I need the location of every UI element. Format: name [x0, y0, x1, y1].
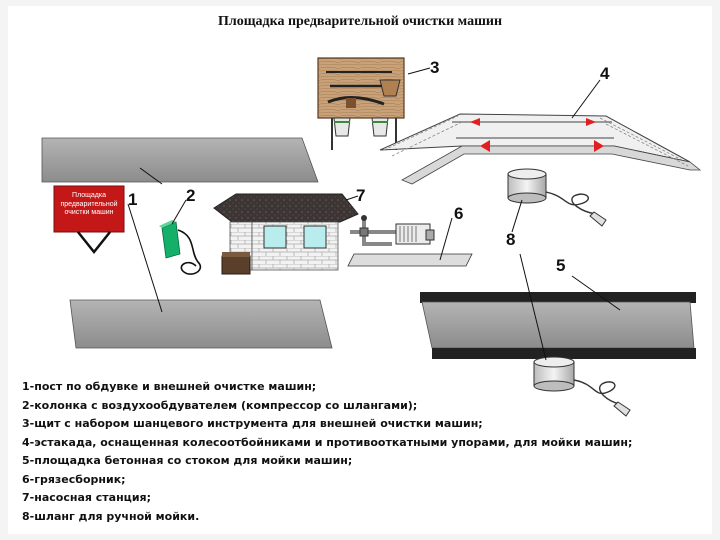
hose-nozzle-icon — [589, 211, 607, 227]
legend-list: 1-пост по обдувке и внешней очистке маши… — [22, 378, 702, 526]
wash-ramp-front — [401, 145, 702, 185]
blowing-post-slab — [41, 137, 319, 183]
callout-6: 6 — [454, 204, 464, 223]
legend-item: 5-площадка бетонная со стоком для мойки … — [22, 454, 353, 467]
bucket-icon-2 — [371, 117, 389, 137]
callout-4: 4 — [600, 64, 610, 83]
legend-item: 8-шланг для ручной мойки. — [22, 509, 200, 523]
drain-pipe-bottom — [432, 348, 696, 359]
callout-7: 7 — [356, 186, 366, 205]
shovel-icon — [379, 79, 401, 97]
hose-nozzle-icon-lower — [613, 401, 631, 417]
concrete-wash-pad — [421, 301, 695, 349]
sign-stand — [77, 231, 111, 255]
wash-hose-lower — [573, 379, 621, 405]
bucket-icon — [333, 117, 351, 137]
leader-lines — [127, 67, 621, 361]
air-hose — [177, 229, 202, 275]
callout-8: 8 — [506, 230, 516, 249]
legend-item: 1-пост по обдувке и внешней очистке маши… — [22, 380, 317, 393]
diagram-title: Площадка предварительной очистки машин — [217, 14, 503, 29]
pump-unit — [395, 223, 431, 245]
sign-text: Площадка предварительной очистки машин — [60, 192, 118, 216]
pump-station-roof — [213, 193, 359, 223]
mud-tank — [221, 255, 251, 275]
drain-pipe-top — [420, 292, 696, 303]
lower-left-slab — [69, 299, 333, 349]
legend-item: 4-эстакада, оснащенная колесоотбойниками… — [22, 435, 633, 449]
wash-hose — [545, 191, 597, 215]
callout-1: 1 — [128, 190, 138, 209]
site-sign — [53, 185, 125, 233]
callout-5: 5 — [556, 256, 566, 275]
pump-station-window-right — [303, 225, 327, 249]
mud-collector — [347, 253, 473, 267]
wheel-stop-icon-2 — [594, 140, 604, 152]
legend-item: 3-щит с набором шанцевого инструмента дл… — [22, 417, 483, 430]
legend-item: 6-грязесборник; — [22, 472, 126, 486]
pump-station-window-left — [263, 225, 287, 249]
legend-item: 2-колонка с воздухообдувателем (компресс… — [22, 398, 418, 412]
callout-3: 3 — [430, 58, 440, 77]
callout-2: 2 — [186, 186, 196, 205]
legend-item: 7-насосная станция; — [22, 491, 151, 504]
hoe-icon — [327, 96, 385, 106]
wheel-stop-icon — [480, 140, 490, 152]
compressor-column — [161, 221, 181, 259]
